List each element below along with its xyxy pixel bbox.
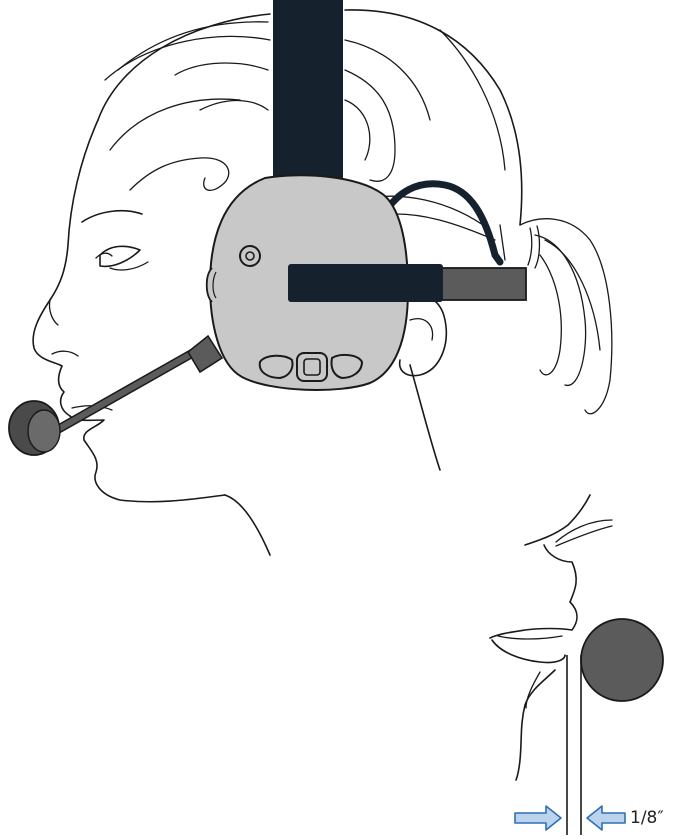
hair-strands [104,21,506,241]
microphone-foam [8,400,61,456]
mic-placement-detail [489,494,664,835]
boom-arm [43,334,224,440]
eyebrow [81,209,143,223]
headband-slider [288,264,527,302]
headset-cable [376,180,504,266]
volume-knob-icon [239,245,261,267]
eye [99,245,141,268]
nostril [51,350,79,357]
gap-arrow-left-icon [514,805,562,831]
earcup-buttons [258,352,364,382]
face-features [48,209,149,411]
gap-measurement-label: 1/8″ [630,808,664,828]
gap-arrow-right-icon [586,805,626,831]
ponytail [499,218,613,415]
mic-foam-circle [580,618,664,702]
